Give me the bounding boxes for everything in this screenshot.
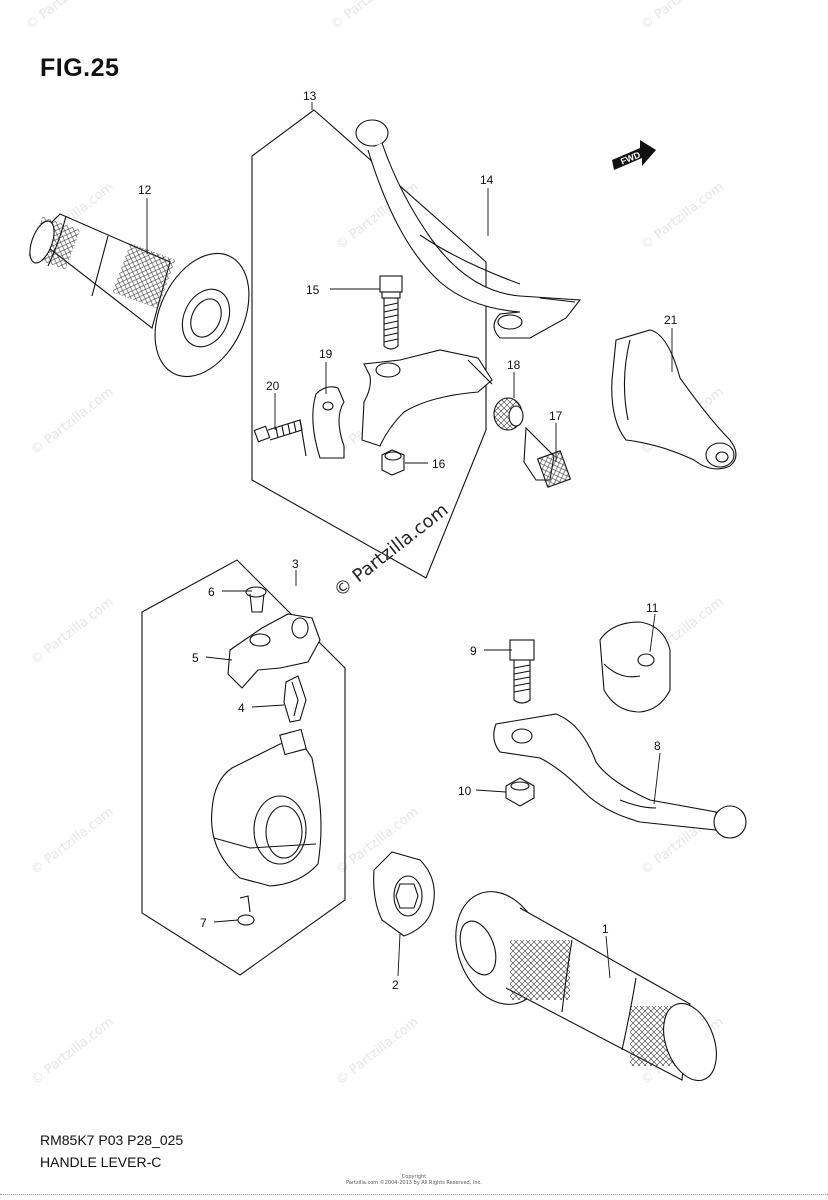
part-17-adjuster <box>523 426 572 488</box>
callout-21: 21 <box>664 313 678 327</box>
callout-4: 4 <box>238 701 245 715</box>
part-clutch-lever-holder <box>361 349 493 447</box>
fwd-arrow-icon: FWD <box>612 140 656 170</box>
callout-15: 15 <box>306 283 320 297</box>
watermark-text: © Partzilla.com <box>328 0 416 33</box>
leader-lines <box>146 102 673 979</box>
copyright-notice: Copyright Partzilla.com ©2004-2013 by Al… <box>0 1174 828 1186</box>
part-16-nut <box>381 449 405 476</box>
part-21-lever-cover <box>611 329 737 470</box>
part-14-clutch-lever <box>355 119 582 339</box>
part-2-throttle-plate <box>373 851 435 937</box>
callout-12: 12 <box>138 183 152 197</box>
callout-11: 11 <box>646 601 659 615</box>
part-switch-housing <box>211 728 322 887</box>
watermark-text: © Partzilla.com <box>23 0 111 33</box>
watermark-text: © Partzilla.com <box>333 1015 421 1089</box>
callout-20: 20 <box>266 379 280 393</box>
part-15-bolt <box>379 275 403 350</box>
watermark-text: © Partzilla.com <box>638 180 726 254</box>
part-10-nut <box>505 777 535 807</box>
watermark-text: © Partzilla.com <box>638 0 726 33</box>
group-boundary-3 <box>141 559 346 976</box>
callout-3: 3 <box>292 557 299 571</box>
part-8-brake-lever <box>493 713 747 839</box>
callout-13: 13 <box>303 89 317 103</box>
callout-7: 7 <box>200 916 207 930</box>
part-11-holder <box>599 621 671 713</box>
callout-9: 9 <box>470 644 477 658</box>
watermark-text: © Partzilla.com <box>28 595 116 669</box>
figure-title: FIG.25 <box>40 54 120 82</box>
callout-5: 5 <box>192 651 199 665</box>
part-4-clip <box>283 675 307 723</box>
callout-6: 6 <box>208 585 215 599</box>
part-19-clamp <box>299 386 345 459</box>
watermark-text: © Partzilla.com <box>28 805 116 879</box>
watermark-text: © Partzilla.com <box>28 385 116 459</box>
callout-19: 19 <box>319 347 333 361</box>
model-code: RM85K7 P03 P28_025 <box>40 1132 184 1148</box>
part-18-adjuster-nut <box>493 397 524 431</box>
part-12-left-grip <box>28 213 250 378</box>
callout-18: 18 <box>507 358 521 372</box>
part-9-bolt <box>509 639 535 704</box>
callout-10: 10 <box>458 784 472 798</box>
callout-1: 1 <box>602 922 609 936</box>
callout-14: 14 <box>480 173 494 187</box>
callout-8: 8 <box>654 739 661 753</box>
part-20-screw <box>253 419 303 443</box>
copyright-line: Copyright <box>401 1174 427 1180</box>
watermark-text: © Partzilla.com <box>28 1015 116 1089</box>
part-7-screw <box>237 895 255 926</box>
callout-2: 2 <box>392 978 399 992</box>
callouts: 12 13 14 15 19 20 16 18 17 21 3 6 5 4 7 … <box>138 89 678 992</box>
fwd-label: FWD <box>619 149 642 166</box>
group-boundary-13 <box>251 109 487 579</box>
callout-17: 17 <box>549 409 563 423</box>
bottom-divider <box>0 1194 828 1195</box>
callout-16: 16 <box>432 457 446 471</box>
part-6-screw <box>245 586 267 613</box>
copyright-line: Partzilla.com ©2004-2013 by All Rights R… <box>346 1180 482 1186</box>
group-name: HANDLE LEVER-C <box>40 1154 162 1170</box>
part-1-throttle-grip <box>455 891 717 1082</box>
part-5-cable-guide <box>227 613 321 689</box>
